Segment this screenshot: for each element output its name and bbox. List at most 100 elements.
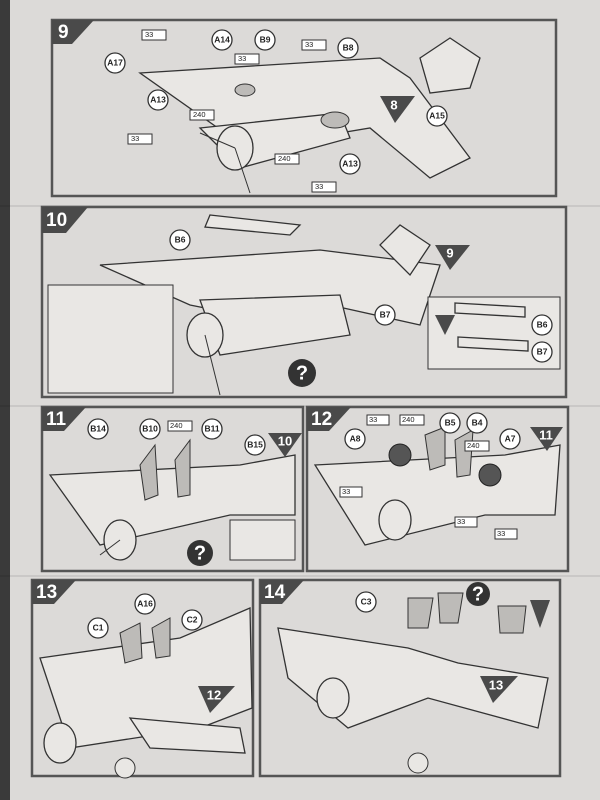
svg-text:B6: B6 (537, 319, 548, 329)
svg-text:33: 33 (238, 54, 246, 63)
flap-detail (457, 336, 529, 352)
part-callout: A15 (426, 105, 448, 127)
part-callout: A17 (104, 52, 126, 74)
svg-text:B6: B6 (175, 234, 186, 244)
part-callout: C3 (355, 591, 377, 613)
help-icon: ? (288, 359, 316, 387)
svg-text:240: 240 (467, 441, 480, 450)
step-number: 11 (46, 409, 67, 430)
glue-label: 33 (366, 414, 390, 426)
glue-label: 33 (339, 486, 363, 498)
part-callout: B11 (201, 418, 223, 440)
svg-text:33: 33 (145, 30, 153, 39)
fold-line (0, 575, 600, 577)
svg-text:B10: B10 (142, 423, 158, 433)
step-12-panel: 12 A8 B5 B4 A7 33 240 240 33 33 33 11 (305, 405, 570, 573)
direction-arrow (530, 600, 550, 628)
aircraft-drawing (138, 37, 481, 194)
step-frame (30, 578, 255, 778)
aircraft-drawing (277, 592, 549, 774)
step-number: 13 (36, 582, 57, 603)
step-number-tab (307, 407, 351, 431)
svg-text:B7: B7 (537, 346, 548, 356)
svg-text:C3: C3 (361, 596, 372, 606)
svg-text:A15: A15 (429, 110, 445, 120)
part-callout: C2 (181, 609, 203, 631)
step-number: 14 (264, 582, 286, 603)
svg-text:33: 33 (369, 415, 377, 424)
svg-text:12: 12 (207, 687, 221, 702)
part-callout: A8 (344, 428, 366, 450)
svg-text:A7: A7 (505, 433, 516, 443)
glue-label: 240 (274, 153, 300, 165)
part-callout: B7 (374, 304, 396, 326)
svg-text:C1: C1 (93, 622, 104, 632)
step-number: 10 (46, 210, 67, 231)
reference-arrow: 10 (268, 433, 302, 457)
svg-text:B11: B11 (204, 423, 219, 433)
part-callout: B14 (87, 418, 109, 440)
svg-text:B9: B9 (260, 34, 271, 44)
aircraft-drawing (99, 214, 441, 396)
glue-label: 33 (301, 39, 327, 51)
glue-label: 240 (399, 414, 425, 426)
svg-text:B15: B15 (247, 439, 263, 449)
step-14-panel: 14 C3 13 ? (258, 578, 562, 778)
step-frame (40, 405, 305, 573)
svg-text:C2: C2 (187, 614, 198, 624)
part-callout: A14 (211, 29, 233, 51)
reference-arrow: 12 (198, 686, 235, 713)
svg-text:33: 33 (457, 517, 465, 526)
step-number: 9 (58, 22, 69, 43)
step-13-panel: 13 A16 C1 C2 12 (30, 578, 255, 779)
part-callout: A7 (499, 428, 521, 450)
svg-text:240: 240 (193, 110, 206, 119)
step-number-tab (260, 580, 304, 604)
help-icon: ? (187, 540, 213, 566)
part-callout: B15 (244, 434, 266, 456)
svg-text:13: 13 (489, 677, 503, 692)
part-callout: B10 (139, 418, 161, 440)
step-11-panel: 11 B14 B10 B11 B15 240 10 ? (40, 405, 305, 573)
svg-text:10: 10 (278, 433, 292, 448)
glue-label: 33 (234, 53, 260, 65)
part-callout: B9 (254, 29, 276, 51)
svg-text:B5: B5 (445, 417, 456, 427)
step-10-panel: 10 B6 B7 B6 B7 9 ? (40, 205, 568, 399)
svg-text:240: 240 (402, 415, 415, 424)
reference-arrow: 13 (480, 676, 518, 703)
svg-text:11: 11 (539, 427, 553, 442)
glue-label: 33 (141, 29, 167, 41)
part-callout: A13 (147, 89, 169, 111)
glue-label: 33 (127, 133, 153, 145)
aircraft-drawing (39, 607, 253, 779)
step-frame (258, 578, 562, 778)
svg-text:?: ? (472, 583, 484, 605)
svg-text:B7: B7 (380, 309, 391, 319)
svg-text:33: 33 (342, 487, 350, 496)
detail-inset (47, 284, 174, 394)
svg-text:33: 33 (315, 182, 323, 191)
part-callout: B6 (169, 229, 191, 251)
glue-label: 33 (454, 516, 478, 528)
flap-detail (454, 302, 526, 318)
step-frame (50, 18, 558, 198)
part-callout: B5 (439, 412, 461, 434)
part-callout: B4 (466, 412, 488, 434)
glue-label: 240 (189, 109, 215, 121)
glue-label: 240 (167, 420, 193, 432)
svg-text:33: 33 (131, 134, 139, 143)
glue-label: 240 (464, 440, 490, 452)
step-frame (40, 205, 568, 399)
svg-text:B4: B4 (472, 417, 483, 427)
help-icon: ? (466, 582, 490, 606)
svg-text:33: 33 (305, 40, 313, 49)
step-number-tab (42, 207, 88, 233)
part-callout: B8 (337, 37, 359, 59)
part-callout: C1 (87, 617, 109, 639)
svg-text:9: 9 (446, 245, 453, 260)
svg-text:8: 8 (390, 97, 397, 112)
step-frame (305, 405, 570, 573)
step-number-tab (32, 580, 76, 604)
svg-text:?: ? (296, 362, 308, 384)
